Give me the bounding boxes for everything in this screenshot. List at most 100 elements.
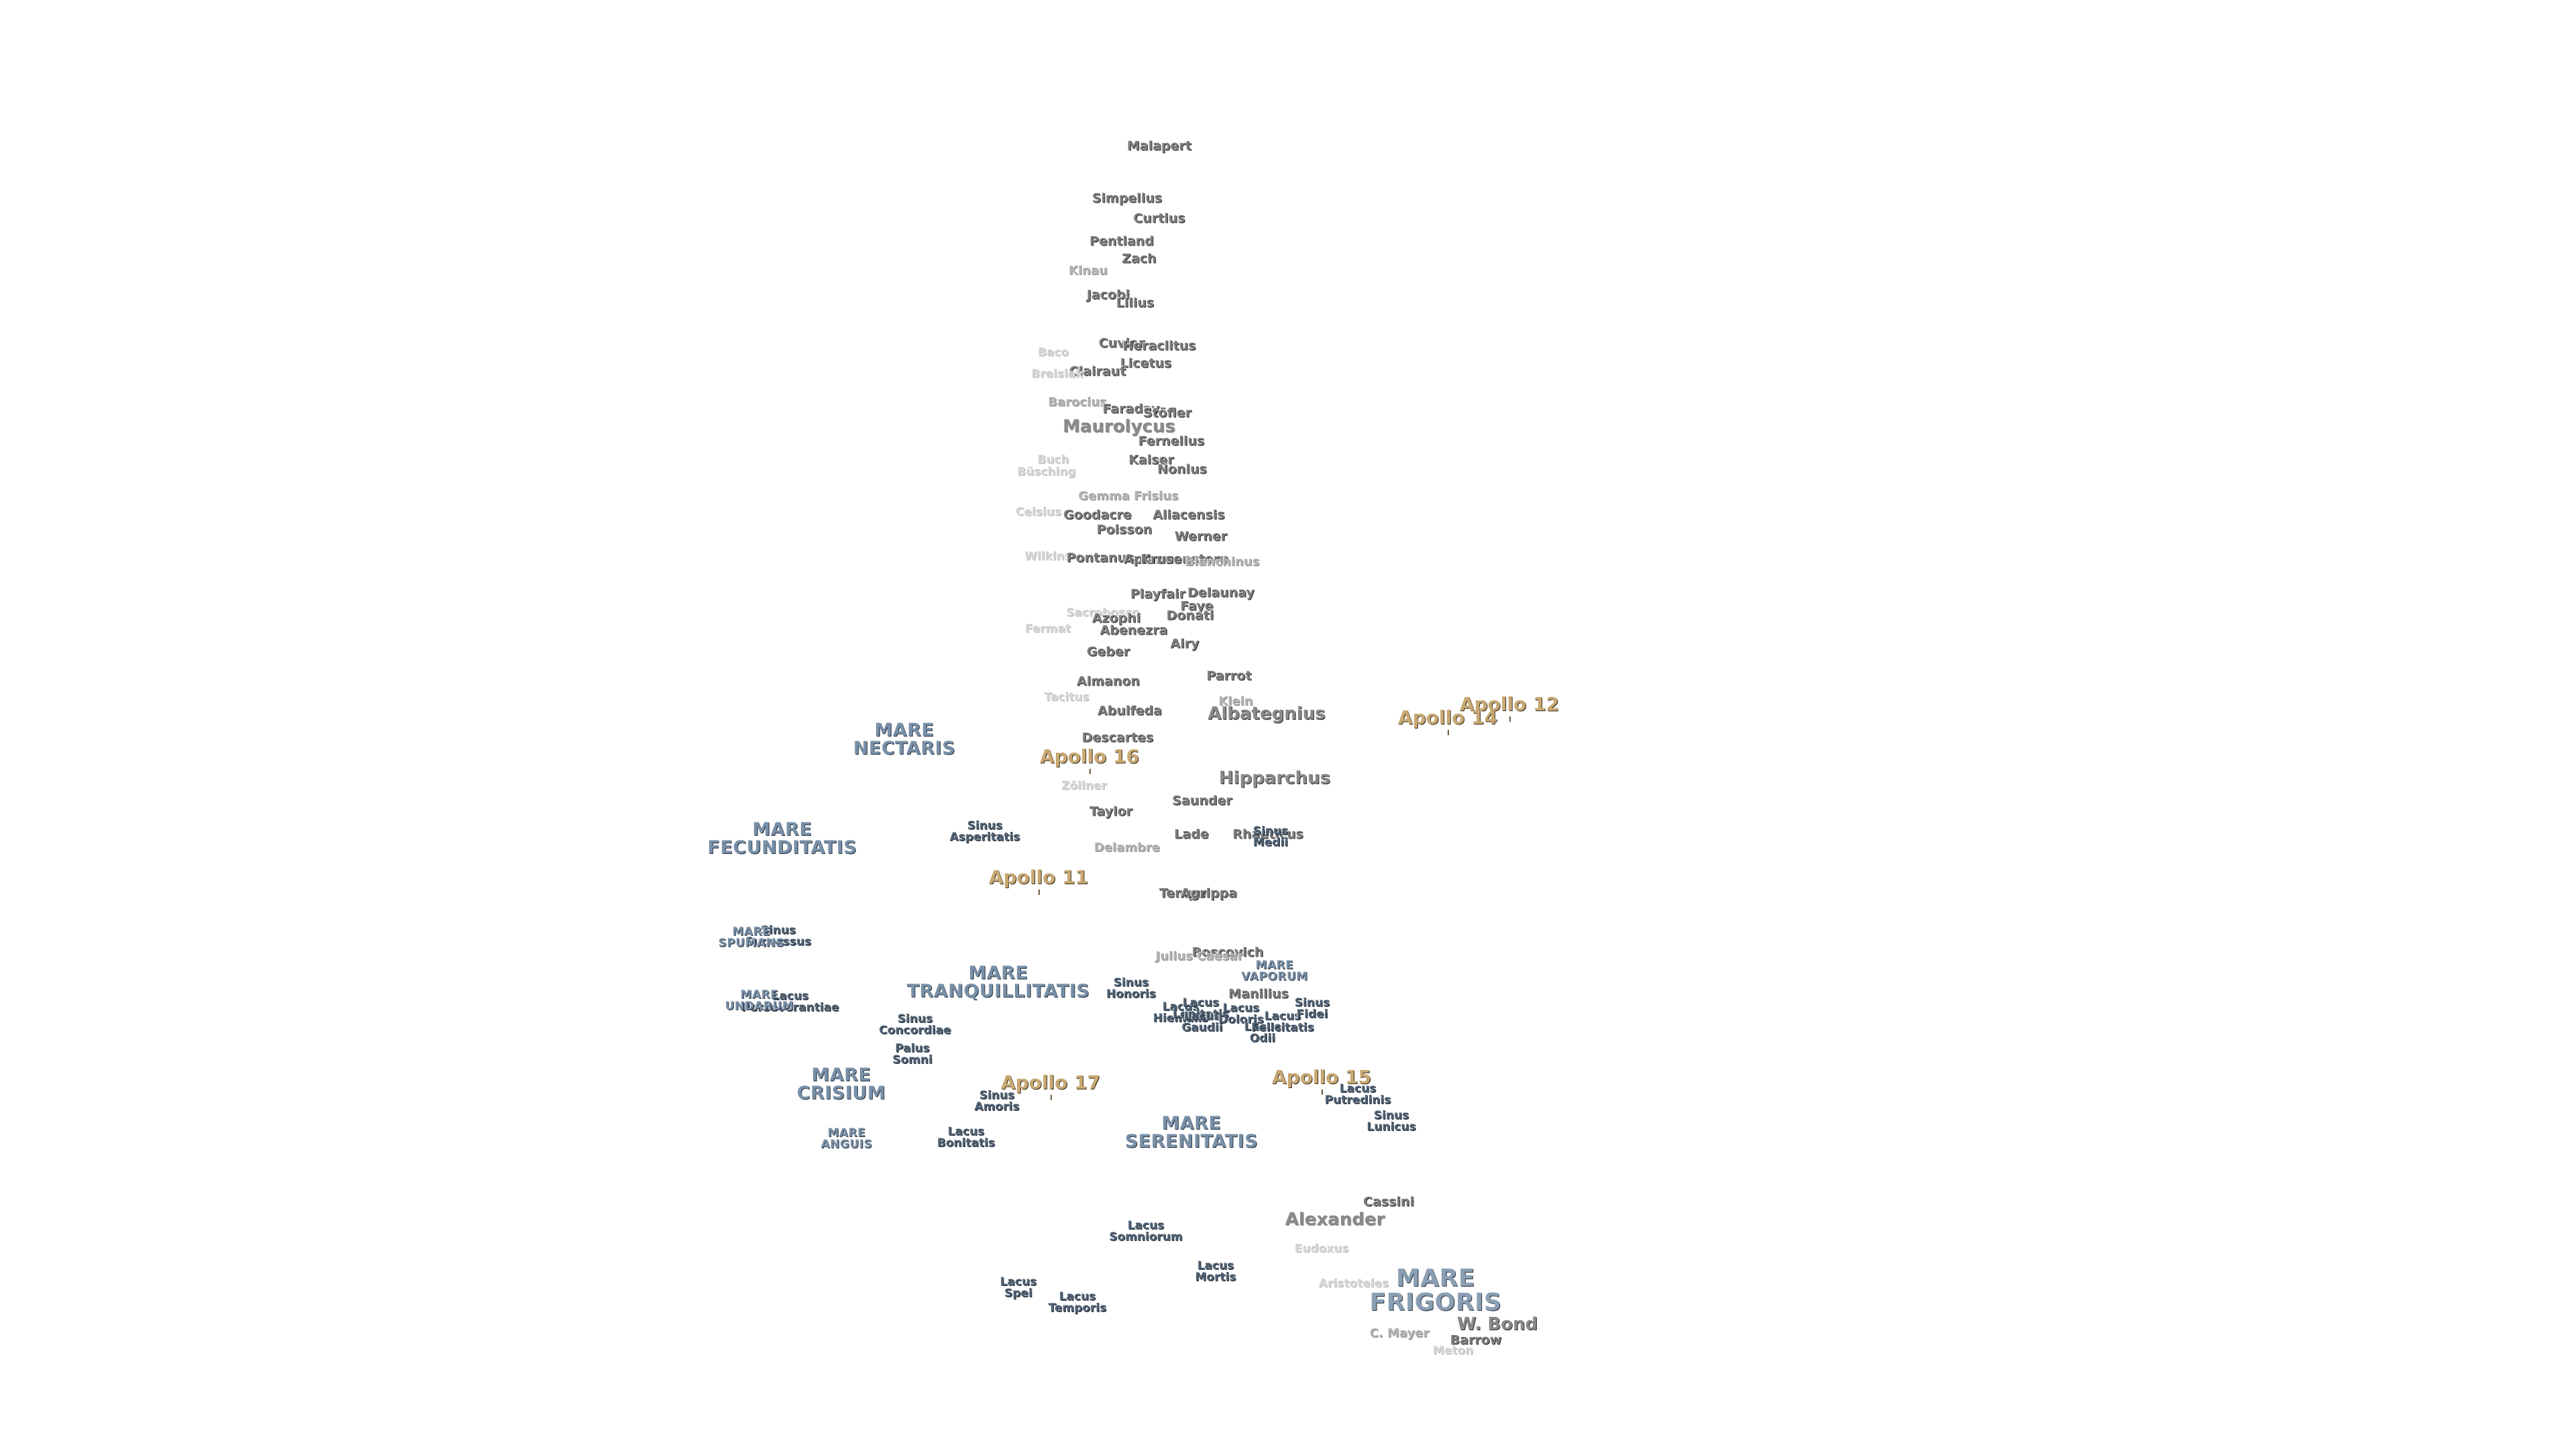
crater-label-simpelius[interactable]: Simpelius [1091,191,1163,206]
crater-label-rhaeticus[interactable]: Rhaeticus [1232,826,1303,842]
apollo-label-apollo-14[interactable]: Apollo 14 [1397,706,1498,735]
crater-label-gemma-frisius[interactable]: Gemma Frisius [1078,489,1179,503]
crater-label-albategnius[interactable]: Albategnius [1208,704,1326,724]
crater-label-apianus[interactable]: Apianus [1123,551,1182,567]
crater-label-meton[interactable]: Meton [1432,1344,1474,1358]
crater-label-heraclitus[interactable]: Heraclitus [1122,338,1196,354]
crater-label-eudoxus[interactable]: Eudoxus [1294,1242,1349,1256]
crater-label-tacitus[interactable]: Tacitus [1044,690,1089,704]
crater-label-goodacre[interactable]: Goodacre [1063,507,1132,523]
crater-label-c-mayer[interactable]: C. Mayer [1369,1326,1430,1340]
crater-label-celsius[interactable]: Celsius [1016,505,1061,519]
crater-label-zach[interactable]: Zach [1122,251,1157,266]
crater-label-baco[interactable]: Baco [1037,345,1069,360]
crater-label-aristoteles[interactable]: Aristoteles [1318,1277,1389,1291]
crater-label-maurolycus[interactable]: Maurolycus [1063,417,1175,437]
crater-label-aliacensis[interactable]: Aliacensis [1152,507,1225,523]
crater-label-alexander[interactable]: Alexander [1285,1210,1385,1230]
crater-label-barocius[interactable]: Barocius [1048,395,1107,409]
crater-label-nonius[interactable]: Nonius [1157,462,1207,477]
crater-label-blanchinus[interactable]: Blanchinus [1185,555,1260,569]
crater-label-z-llner[interactable]: Zöllner [1061,779,1107,793]
crater-label-barrow[interactable]: Barrow [1450,1332,1502,1348]
crater-label-lilius[interactable]: Lilius [1116,295,1155,311]
crater-label-manilius[interactable]: Manilius [1228,986,1289,1002]
crater-label-cassini[interactable]: Cassini [1363,1194,1414,1210]
crater-label-malapert[interactable]: Malapert [1126,138,1192,154]
crater-label-b-sching[interactable]: Büsching [1017,465,1076,479]
crater-label-poisson[interactable]: Poisson [1096,522,1152,537]
crater-label-cuvier[interactable]: Cuvier [1098,335,1145,351]
crater-label-licetus[interactable]: Licetus [1120,356,1172,371]
crater-label-sacrobosco[interactable]: Sacrobosco [1066,606,1140,620]
crater-label-almanon[interactable]: Almanon [1077,674,1140,689]
crater-label-fernelius[interactable]: Fernelius [1138,433,1205,449]
crater-label-jacobi[interactable]: Jacobi [1086,287,1130,303]
crater-label-fermat[interactable]: Fermat [1024,622,1071,636]
crater-label-klein[interactable]: Klein [1218,694,1253,708]
crater-label-azophi[interactable]: Azophi [1091,610,1141,626]
crater-label-clairaut[interactable]: Clairaut [1069,364,1126,379]
crater-label-abulfeda[interactable]: Abulfeda [1097,703,1162,718]
apollo-label-apollo-16[interactable]: Apollo 16 [1039,745,1140,774]
crater-label-donati[interactable]: Donati [1166,608,1214,623]
crater-label-buch[interactable]: Buch [1037,453,1069,467]
crater-label-parrot[interactable]: Parrot [1206,668,1252,684]
apollo-label-apollo-17[interactable]: Apollo 17 [1000,1071,1101,1100]
crater-label-saunder[interactable]: Saunder [1172,793,1232,808]
crater-label-werner[interactable]: Werner [1174,529,1228,544]
crater-label-wilkins[interactable]: Wilkins [1024,549,1071,564]
crater-label-faraday[interactable]: Faraday [1102,401,1160,417]
apollo-label-apollo-15[interactable]: Apollo 15 [1271,1066,1372,1095]
crater-label-krusenstern[interactable]: Krusenstern [1140,551,1229,567]
crater-label-hipparchus[interactable]: Hipparchus [1218,768,1331,788]
crater-label-pentland[interactable]: Pentland [1089,233,1154,249]
apollo-label-apollo-11[interactable]: Apollo 11 [988,866,1089,895]
crater-label-airy[interactable]: Airy [1170,636,1199,651]
crater-label-faye[interactable]: Faye [1180,598,1214,614]
crater-label-abenezra[interactable]: Abenezra [1099,623,1168,638]
crater-label-pontanus[interactable]: Pontanus [1066,550,1134,566]
crater-label-geber[interactable]: Geber [1086,644,1130,659]
crater-label-delaunay[interactable]: Delaunay [1187,585,1254,600]
crater-label-breislak[interactable]: Breislak [1031,367,1083,381]
crater-label-kaiser[interactable]: Kaiser [1128,452,1174,468]
crater-label-lade[interactable]: Lade [1174,826,1209,842]
crater-label-agrippa[interactable]: Agrippa [1180,885,1238,901]
crater-label-w-bond[interactable]: W. Bond [1456,1314,1538,1334]
crater-label-playfair[interactable]: Playfair [1130,586,1186,602]
crater-label-st-fler[interactable]: Stöfler [1142,405,1192,421]
crater-label-taylor[interactable]: Taylor [1089,804,1133,819]
crater-label-descartes[interactable]: Descartes [1081,730,1154,745]
crater-label-delambre[interactable]: Delambre [1093,841,1161,855]
